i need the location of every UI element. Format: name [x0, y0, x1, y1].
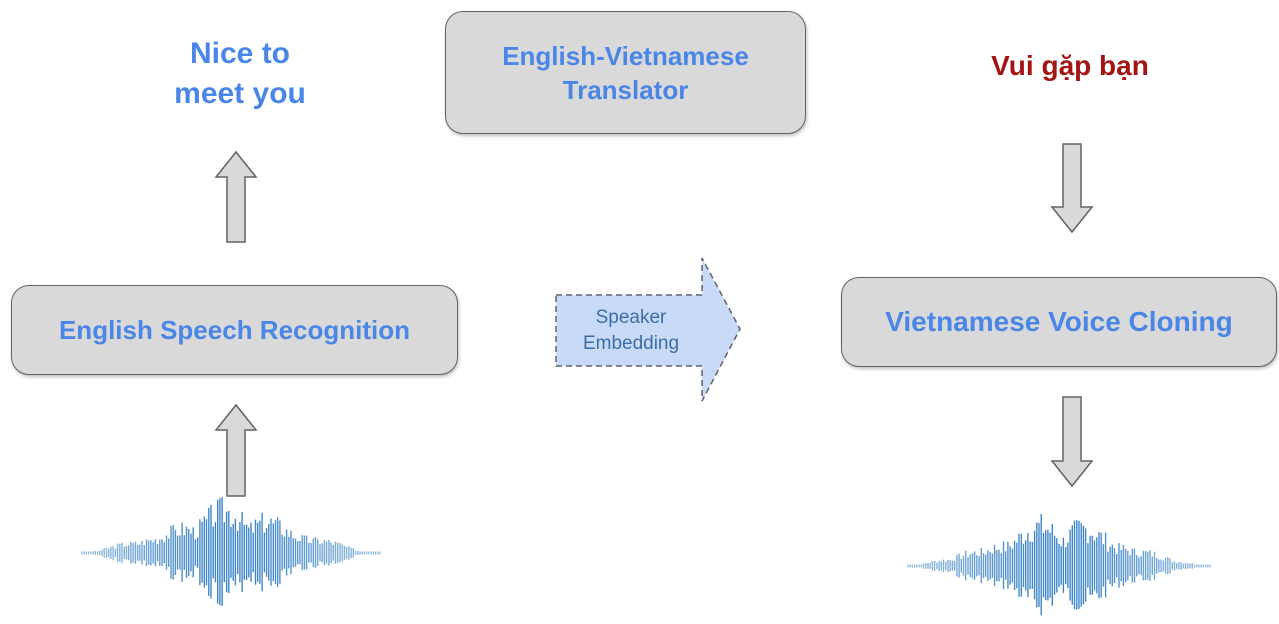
- arrow-up-audio-to-asr: [214, 403, 258, 497]
- speaker-embedding-line2: Embedding: [582, 333, 680, 354]
- speech-recognition-box: English Speech Recognition: [11, 285, 458, 375]
- speaker-embedding-line1: Speaker: [595, 307, 667, 328]
- voice-cloning-box: Vietnamese Voice Cloning: [841, 277, 1277, 367]
- speech-recognition-label: English Speech Recognition: [58, 314, 411, 345]
- speaker-embedding-arrow: [555, 257, 741, 402]
- output-waveform-icon: [907, 514, 1211, 616]
- translator-label-line1: English-Vietnamese: [502, 40, 749, 71]
- voice-cloning-label: Vietnamese Voice Cloning: [885, 306, 1233, 337]
- arrow-down-text-to-cloning: [1050, 143, 1094, 234]
- english-input-text: Nice to meet you: [120, 34, 360, 114]
- translator-box: English-Vietnamese Translator: [445, 11, 806, 134]
- english-text-line2: meet you: [174, 77, 306, 110]
- input-waveform-icon: [81, 497, 381, 606]
- vietnamese-output-text: Vui gặp bạn: [991, 50, 1149, 81]
- translator-label-line2: Translator: [562, 74, 689, 105]
- english-text-line1: Nice to: [189, 37, 291, 70]
- speaker-embedding-label: Speaker Embedding: [556, 305, 706, 357]
- arrow-up-asr-to-text: [214, 150, 258, 243]
- arrow-down-cloning-to-audio: [1050, 396, 1094, 488]
